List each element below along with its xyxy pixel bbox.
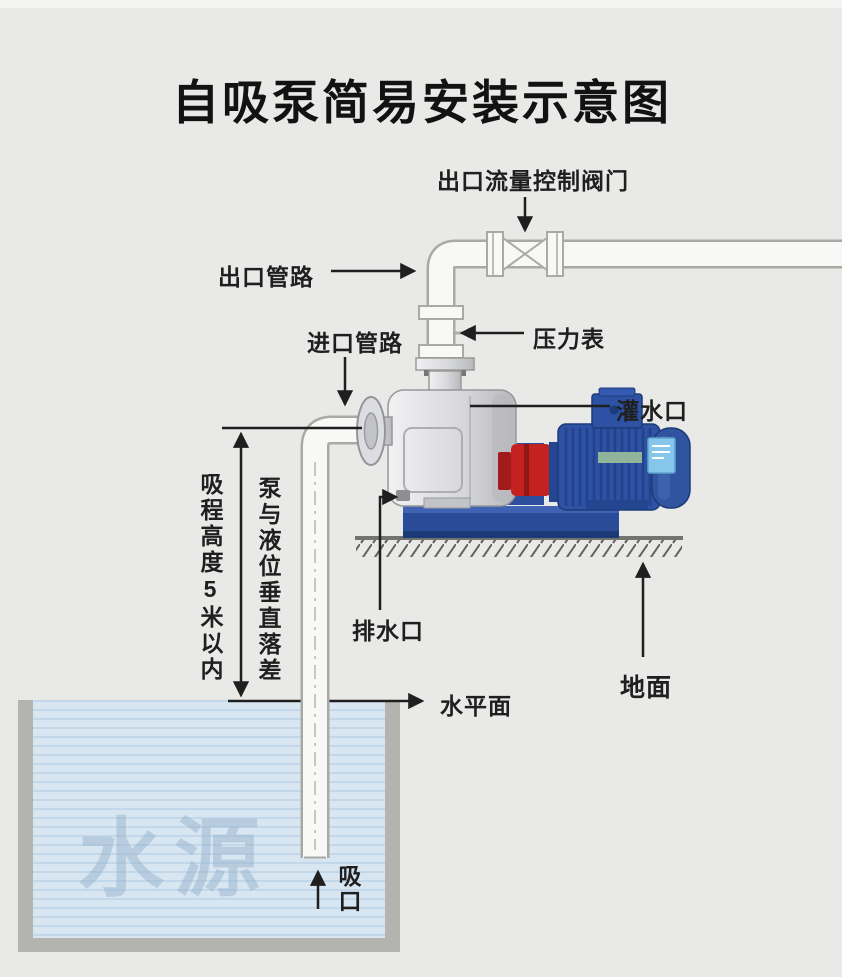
annotations (222, 197, 652, 909)
outlet-pipe (418, 239, 842, 374)
inlet-pipe (300, 415, 374, 859)
water-tank (18, 700, 400, 952)
pipe-flange (418, 344, 464, 359)
motor-nameplate (598, 452, 642, 463)
flow-control-valve (486, 231, 564, 277)
pump-unit (356, 357, 691, 538)
pump-base (403, 506, 619, 538)
coupling (498, 444, 551, 496)
motor-label (647, 437, 676, 474)
motor-foot (586, 500, 648, 509)
pump-casing (356, 357, 517, 509)
drain-plug (396, 490, 410, 501)
drain-port-arrow (378, 488, 399, 610)
motor (549, 387, 691, 511)
top-strip (0, 0, 842, 8)
motor-fins (564, 428, 652, 506)
pipe-flange (418, 305, 464, 320)
ground-hatching (355, 536, 683, 557)
